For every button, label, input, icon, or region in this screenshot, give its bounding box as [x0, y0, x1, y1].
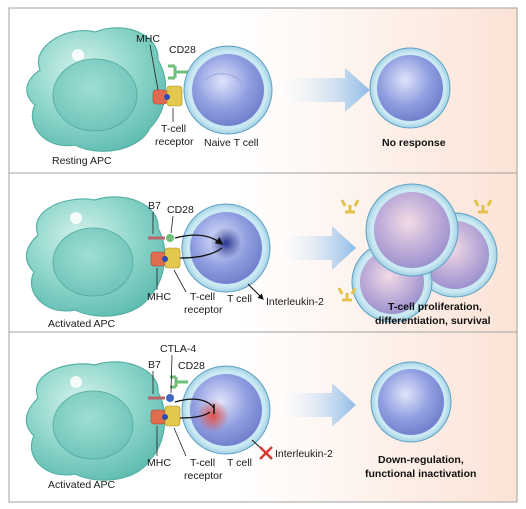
mhc-label: MHC	[147, 457, 171, 469]
ctla4-molecule	[166, 394, 174, 402]
t-cell-label: T cell	[227, 293, 252, 305]
mhc-label: MHC	[147, 291, 171, 303]
outcome-label-line2: differentiation, survival	[375, 315, 491, 327]
highlight	[70, 376, 82, 388]
outcome-label-line1: Down-regulation,	[378, 454, 464, 466]
il2-arrow	[247, 283, 264, 300]
outcome-label-line1: T-cell proliferation,	[388, 301, 482, 313]
activated-apc-cell	[25, 196, 166, 317]
panel-inhibited: CTLA-4 B7 CD28 MHC T-cell receptor T cel…	[8, 331, 518, 503]
arrow-right	[280, 383, 356, 427]
cd28-label: CD28	[169, 44, 196, 56]
activated-apc-cell	[25, 361, 166, 481]
signal-focus	[197, 400, 229, 432]
b7-label: B7	[148, 359, 161, 371]
resting-apc-cell	[26, 27, 167, 152]
cd28-molecule	[170, 375, 188, 389]
il2-receptor-1	[340, 199, 360, 214]
cd28-label: CD28	[178, 360, 205, 372]
highlight	[72, 49, 84, 61]
inhibit-x-icon	[259, 446, 273, 460]
il2-receptor-3	[337, 287, 357, 302]
tcr-label-line1: T-cell	[190, 457, 215, 469]
il2-label: Interleukin-2	[266, 296, 324, 308]
mhc-label: MHC	[136, 33, 160, 45]
peptide	[164, 94, 170, 100]
apc-nucleus	[52, 58, 138, 132]
highlight	[70, 212, 82, 224]
proliferating-t-cells	[337, 183, 498, 323]
outcome-t-cell	[370, 361, 452, 443]
peptide	[162, 414, 168, 420]
tcr-label-line1: T-cell	[161, 123, 186, 135]
panel-naive: MHC CD28 T-cell receptor Naive T cell Re…	[8, 7, 518, 174]
outcome-label-line2: functional inactivation	[365, 468, 476, 480]
outcome-label: No response	[382, 137, 446, 149]
arrow-right	[280, 226, 356, 270]
cd28-molecule	[168, 64, 188, 80]
b7-label: B7	[148, 200, 161, 212]
cd28-molecule	[166, 234, 174, 242]
tcr-label-line2: receptor	[155, 136, 194, 148]
signal-focus	[210, 227, 242, 259]
t-cell-label: Naive T cell	[204, 137, 258, 149]
tcr-label-line2: receptor	[184, 470, 223, 482]
cd28-label: CD28	[167, 204, 194, 216]
il2-receptor-2	[473, 199, 493, 214]
inhibited-t-cell	[174, 365, 271, 455]
apc-nucleus	[52, 390, 134, 460]
tcr-label-line1: T-cell	[190, 291, 215, 303]
peptide	[162, 256, 168, 262]
apc-label: Activated APC	[48, 318, 116, 330]
panel-activated: B7 CD28 MHC T-cell receptor T cell Inter…	[8, 172, 518, 333]
outcome-t-cell	[369, 47, 451, 129]
il2-label: Interleukin-2	[275, 448, 333, 460]
naive-t-cell	[183, 45, 273, 135]
apc-nucleus	[52, 227, 134, 297]
apc-label: Activated APC	[48, 479, 116, 491]
apc-label: Resting APC	[52, 155, 112, 167]
ctla4-label: CTLA-4	[160, 343, 196, 355]
activated-t-cell	[174, 203, 271, 293]
t-cell-label: T cell	[227, 457, 252, 469]
tcr-label-line2: receptor	[184, 304, 223, 316]
arrow-right	[280, 68, 370, 112]
